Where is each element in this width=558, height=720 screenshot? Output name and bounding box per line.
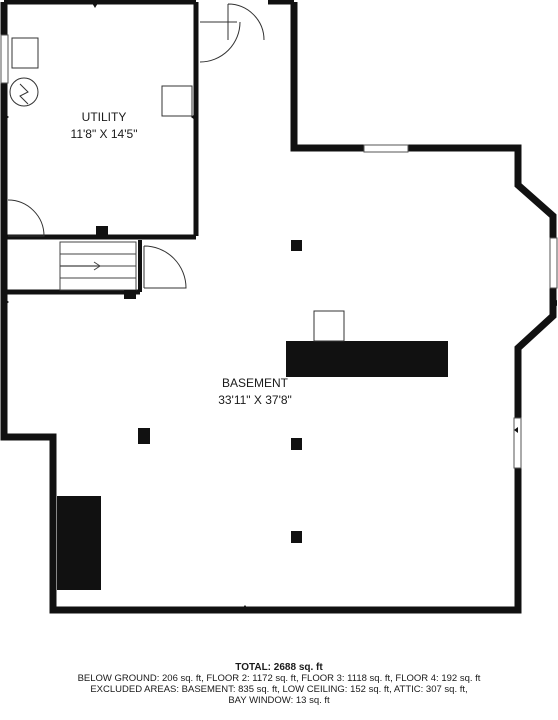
utility-room-dimensions: 11'8" X 14'5" <box>71 127 138 141</box>
stairs <box>59 241 137 291</box>
interior-walls <box>4 2 199 295</box>
beam <box>286 341 448 377</box>
excluded-areas: EXCLUDED AREAS: BASEMENT: 835 sq. ft, LO… <box>90 684 468 695</box>
exterior-walls <box>0 2 557 614</box>
posts <box>96 226 302 543</box>
floor-areas: BELOW GROUND: 206 sq. ft, FLOOR 2: 1172 … <box>77 673 481 684</box>
chimney-box <box>313 310 345 342</box>
water-heater <box>11 37 39 69</box>
bulkhead <box>57 496 101 590</box>
doors <box>7 3 265 289</box>
furnace <box>161 85 193 117</box>
window-left <box>0 34 9 84</box>
window-right <box>513 417 522 469</box>
basement-room-name: BASEMENT <box>222 376 289 390</box>
total-area: TOTAL: 2688 sq. ft <box>235 662 323 673</box>
electrical-panel <box>9 77 39 107</box>
utility-room-name: UTILITY <box>82 110 127 124</box>
utility-fixtures <box>9 37 193 117</box>
window-bay <box>549 237 558 289</box>
tick-marks <box>5 3 557 609</box>
floor-plan: UTILITY 11'8" X 14'5" BASEMENT 33'11" X … <box>0 0 558 614</box>
structural-elements <box>57 310 448 590</box>
window-top <box>363 144 409 153</box>
bay-window-area: BAY WINDOW: 13 sq. ft <box>228 695 330 706</box>
basement-room-dimensions: 33'11" X 37'8" <box>218 393 292 407</box>
area-summary: TOTAL: 2688 sq. ft BELOW GROUND: 206 sq.… <box>0 662 558 706</box>
windows <box>0 34 558 469</box>
